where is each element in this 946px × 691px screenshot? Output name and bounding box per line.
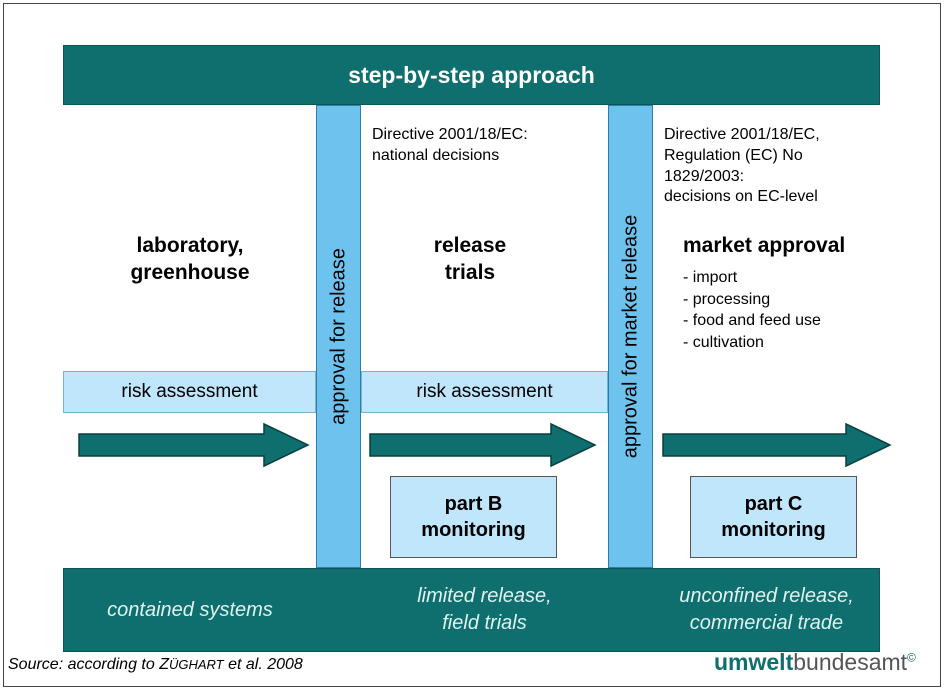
approval-release-bar: approval for release bbox=[316, 105, 361, 568]
part-c-line1: part C bbox=[744, 493, 803, 515]
logo-rest: bundesamt bbox=[793, 649, 908, 675]
market-uses-list: - import - processing - food and feed us… bbox=[683, 267, 821, 353]
directive-national-line: national decisions bbox=[372, 146, 500, 164]
market-use-item: - cultivation bbox=[683, 333, 764, 351]
phase-lab-title: laboratory, greenhouse bbox=[90, 232, 290, 287]
directive-national-line: Directive 2001/18/EC: bbox=[372, 126, 528, 143]
part-b-line1: part B bbox=[444, 493, 503, 515]
unconfined-release-line2: commercial trade bbox=[689, 612, 844, 634]
part-c-line2: monitoring bbox=[721, 519, 826, 541]
directive-ec-line: decisions on EC-level bbox=[664, 188, 818, 206]
source-citation: Source: according to ZÜGHART et al. 2008 bbox=[8, 656, 303, 674]
market-use-item: - import bbox=[683, 269, 738, 286]
source-prefix: Source: according to Z bbox=[8, 656, 169, 673]
phase-release-title-line1: release bbox=[433, 234, 507, 257]
limited-release-label: limited release, field trials bbox=[361, 568, 608, 652]
risk-assessment-release: risk assessment bbox=[361, 371, 608, 413]
approval-market-bar: approval for market release bbox=[608, 105, 653, 568]
part-b-line2: monitoring bbox=[421, 519, 526, 541]
footer-band bbox=[63, 568, 880, 652]
phase-release-title-line2: trials bbox=[444, 261, 496, 285]
flow-arrow-lab bbox=[78, 422, 310, 468]
limited-release-line1: limited release, bbox=[417, 585, 552, 607]
unconfined-release-label: unconfined release, commercial trade bbox=[653, 568, 880, 652]
header-band: step-by-step approach bbox=[63, 45, 880, 105]
phase-market-title: market approval bbox=[683, 234, 846, 257]
risk-assessment-lab: risk assessment bbox=[63, 371, 316, 413]
risk-assessment-lab-label: risk assessment bbox=[121, 381, 258, 402]
directive-ec-line: 1829/2003: bbox=[664, 167, 745, 185]
approval-release-label: approval for release bbox=[327, 247, 349, 425]
directive-ec-line: Regulation (EC) No bbox=[664, 146, 803, 164]
part-b-monitoring-box: part B monitoring bbox=[390, 476, 557, 558]
approval-market-label: approval for market release bbox=[619, 214, 641, 458]
directive-national-note: Directive 2001/18/EC: national decisions bbox=[372, 125, 602, 167]
limited-release-line2: field trials bbox=[442, 612, 527, 634]
phase-release-title: release trials bbox=[380, 232, 560, 287]
source-suffix: et al. 2008 bbox=[223, 656, 303, 673]
market-use-item: - food and feed use bbox=[683, 312, 821, 330]
source-caps: ÜGHART bbox=[168, 657, 224, 672]
phase-lab-title-line1: laboratory, bbox=[136, 234, 244, 257]
risk-assessment-release-label: risk assessment bbox=[416, 381, 553, 402]
market-use-item: - processing bbox=[683, 290, 771, 308]
logo-bold: umwelt bbox=[714, 649, 794, 675]
header-title: step-by-step approach bbox=[348, 61, 595, 88]
phase-lab-title-line2: greenhouse bbox=[130, 261, 250, 285]
logo-mark-icon: © bbox=[907, 650, 916, 665]
directive-ec-line: Directive 2001/18/EC, bbox=[664, 126, 820, 143]
umweltbundesamt-logo: umweltbundesamt© bbox=[714, 649, 916, 676]
flow-arrow-market bbox=[662, 422, 892, 468]
part-c-monitoring-box: part C monitoring bbox=[690, 476, 857, 558]
contained-systems-text: contained systems bbox=[107, 598, 273, 621]
contained-systems-label: contained systems bbox=[70, 568, 310, 652]
unconfined-release-line1: unconfined release, bbox=[679, 585, 854, 607]
directive-ec-note: Directive 2001/18/EC, Regulation (EC) No… bbox=[664, 125, 879, 208]
flow-arrow-release bbox=[369, 422, 597, 468]
